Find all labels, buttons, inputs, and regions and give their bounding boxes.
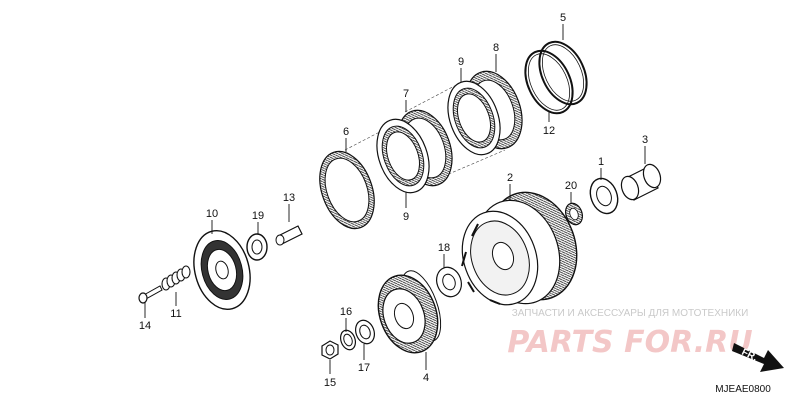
leader-lines — [144, 24, 646, 374]
watermark-caption: ЗАПЧАСТИ И АКСЕССУАРЫ ДЛЯ МОТОТЕХНИКИ — [512, 308, 749, 319]
callout-labels: 5 12 8 9 7 6 9 2 1 3 20 18 4 16 17 15 10… — [139, 12, 648, 389]
part-12-ring — [524, 49, 574, 115]
callout-9-bottom: 9 — [403, 211, 409, 223]
callout-17: 17 — [358, 362, 370, 374]
part-13-lifter-piece — [275, 225, 303, 246]
part-19-bearing — [246, 233, 268, 261]
watermark: ЗАПЧАСТИ И АКСЕССУАРЫ ДЛЯ МОТОТЕХНИКИ PA… — [507, 308, 752, 360]
callout-1: 1 — [598, 156, 604, 168]
part-5-ring — [538, 40, 588, 106]
callout-10: 10 — [206, 208, 218, 220]
part-17-washer — [354, 319, 376, 345]
part-4-clutch-center — [377, 270, 442, 354]
front-direction-label: FR. — [740, 347, 759, 364]
callout-12: 12 — [543, 125, 555, 137]
part-11-spring — [161, 265, 191, 291]
callout-6: 6 — [343, 126, 349, 138]
callout-5: 5 — [560, 12, 566, 24]
callout-20: 20 — [565, 180, 577, 192]
part-18-washer — [436, 266, 462, 298]
callout-15: 15 — [324, 377, 336, 389]
callout-11: 11 — [170, 308, 181, 320]
callout-16: 16 — [340, 306, 352, 318]
callout-18: 18 — [438, 242, 450, 254]
callout-9-top: 9 — [458, 56, 464, 68]
part-10-pressure-plate — [193, 230, 251, 310]
callout-13: 13 — [283, 192, 295, 204]
part-20-needle-bearing — [564, 202, 584, 226]
part-15-lock-nut — [321, 340, 339, 360]
part-9-clutch-plate-top — [447, 80, 501, 156]
callout-19: 19 — [252, 210, 264, 222]
part-6-judder-plate — [319, 150, 375, 230]
part-3-sleeve — [620, 163, 662, 201]
part-16-washer — [339, 329, 357, 351]
diagram-code: MJEAE0800 — [715, 384, 771, 395]
part-14-bolt — [138, 285, 163, 304]
callout-2: 2 — [507, 172, 513, 184]
part-1-guide — [589, 177, 619, 215]
callout-3: 3 — [642, 134, 648, 146]
part-2-clutch-outer — [461, 191, 578, 306]
callout-7: 7 — [403, 88, 409, 100]
callout-4: 4 — [423, 372, 429, 384]
callout-8: 8 — [493, 42, 499, 54]
callout-14: 14 — [139, 320, 151, 332]
part-9-clutch-plate-bottom — [376, 118, 430, 194]
watermark-logo: PARTS FOR.RU — [507, 325, 752, 360]
